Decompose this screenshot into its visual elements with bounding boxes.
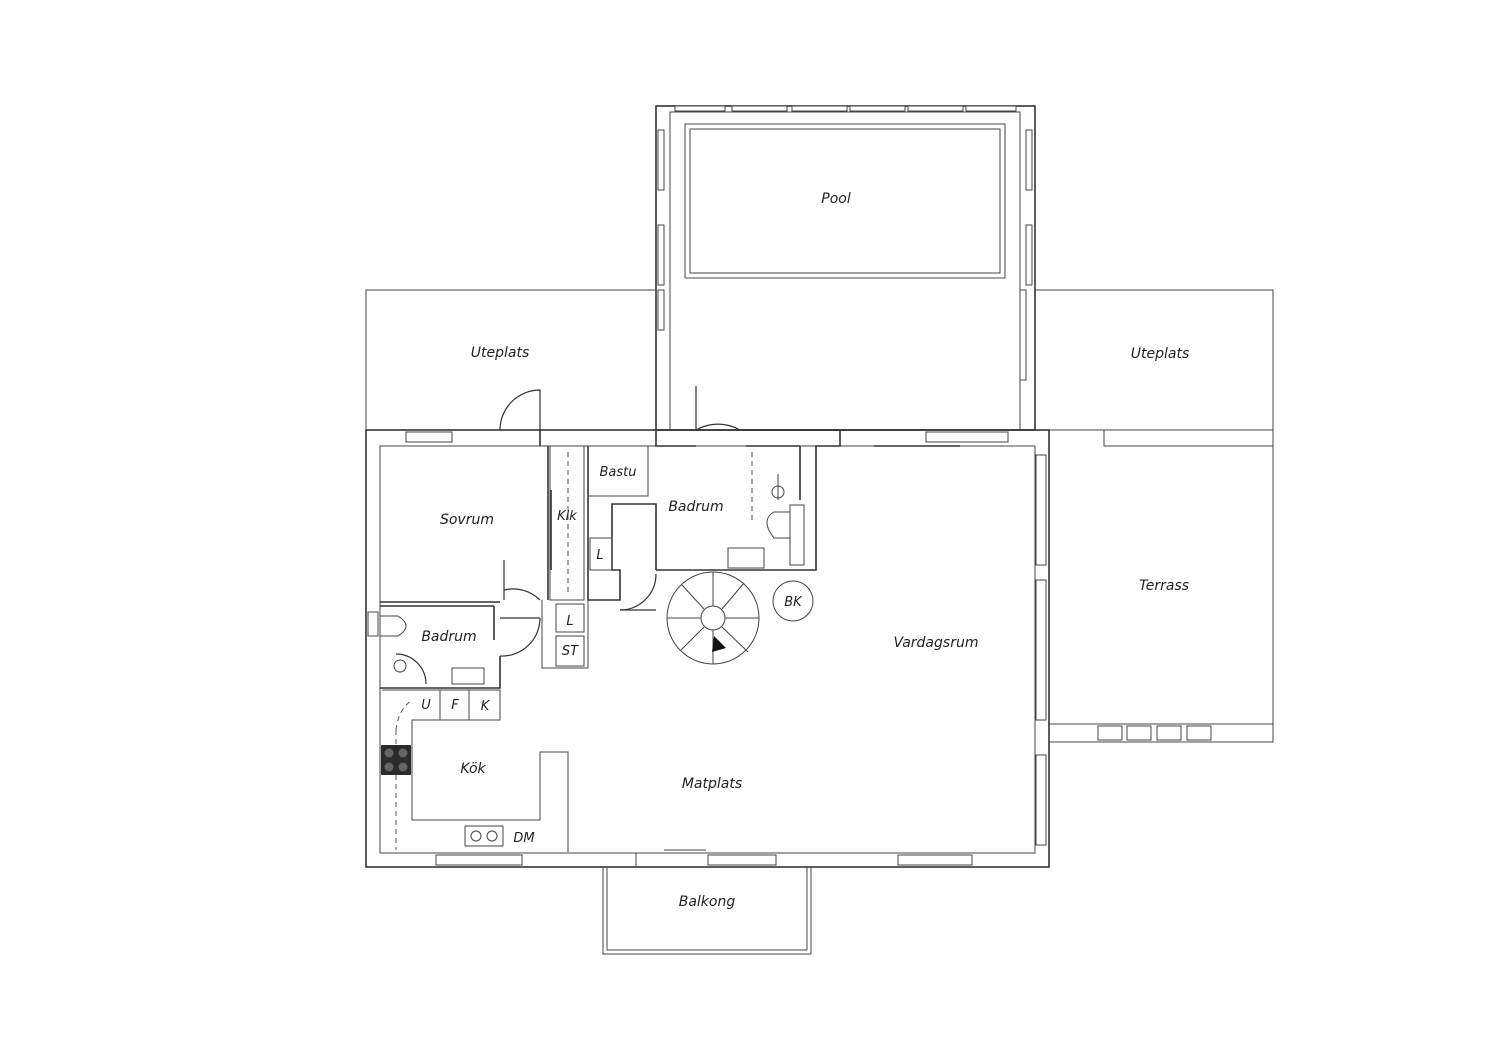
toilet-lower-icon [379, 615, 407, 637]
label-f: F [451, 698, 459, 713]
stair-arrow-icon [712, 636, 726, 652]
stove-icon [381, 745, 411, 775]
label-badrum-upper: Badrum [668, 499, 723, 515]
uteplats-left-area [365, 289, 656, 430]
pool-top-windows [674, 105, 1017, 112]
label-klk: Klk [557, 509, 577, 524]
label-vardagsrum: Vardagsrum [894, 635, 979, 651]
doors [395, 386, 741, 685]
sink-icon [727, 547, 765, 569]
label-l-lower: L [566, 614, 573, 629]
shower-lower-icon [393, 659, 407, 673]
balkong-area [602, 867, 812, 955]
sink-lower-icon [451, 667, 485, 685]
label-k: K [481, 699, 491, 714]
label-l-upper: L [596, 548, 603, 563]
label-badrum-lower: Badrum [421, 629, 476, 645]
label-u: U [421, 698, 431, 713]
label-sovrum: Sovrum [440, 512, 494, 528]
main-house [365, 429, 1050, 868]
terrass-area [1049, 429, 1274, 743]
toilet-icon [766, 511, 791, 539]
spiral-staircase [666, 571, 760, 665]
label-pool: Pool [821, 191, 851, 207]
pool-basin [684, 123, 1006, 279]
label-bastu: Bastu [600, 465, 637, 480]
label-uteplats-left: Uteplats [471, 345, 530, 361]
interior-walls [379, 429, 960, 867]
label-st: ST [562, 644, 579, 659]
kitchen-sink-icon [464, 825, 504, 847]
bk-fireplace [772, 580, 814, 622]
pool-wing [655, 105, 1036, 431]
label-kok: Kök [460, 761, 486, 777]
label-uteplats-right: Uteplats [1131, 346, 1190, 362]
label-bk: BK [784, 595, 803, 610]
label-terrass: Terrass [1139, 578, 1189, 594]
label-matplats: Matplats [682, 776, 742, 792]
label-balkong: Balkong [679, 894, 736, 910]
label-dm: DM [513, 831, 534, 846]
